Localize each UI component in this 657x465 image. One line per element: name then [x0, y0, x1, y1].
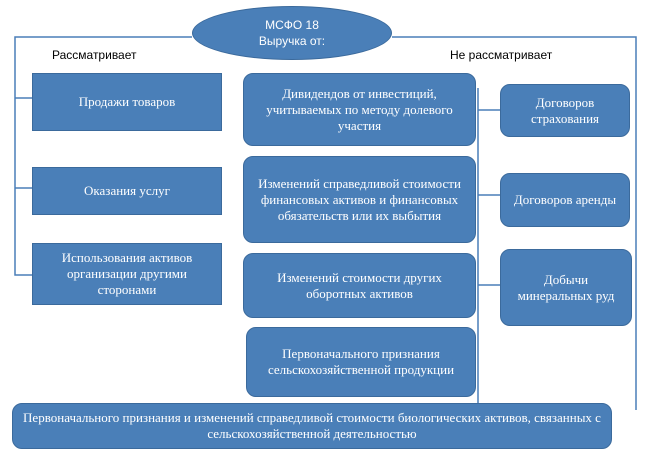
excluded-box-agricultural-produce: Первоначального признания сельскохозяйст…	[246, 327, 476, 397]
center-title: МСФО 18	[265, 18, 319, 32]
excluded-box-lease: Договоров аренды	[500, 173, 630, 227]
excluded-box-dividends: Дивидендов от инвестиций, учитываемых по…	[243, 73, 476, 146]
excluded-box-mining: Добычи минеральных руд	[500, 249, 632, 326]
center-ellipse: МСФО 18 Выручка от:	[192, 6, 392, 60]
considers-box-services: Оказания услуг	[32, 167, 222, 215]
excluded-box-fair-value-financial: Изменений справедливой стоимости финансо…	[243, 156, 476, 243]
excluded-box-biological-assets: Первоначального признания и изменений сп…	[12, 403, 612, 449]
considers-box-assets-use: Использования активов организации другим…	[32, 243, 222, 305]
not-considers-label: Не рассматривает	[450, 48, 553, 62]
center-subtitle: Выручка от:	[258, 34, 326, 48]
considers-label: Рассматривает	[52, 48, 137, 62]
considers-box-goods: Продажи товаров	[32, 73, 222, 131]
excluded-box-current-assets: Изменений стоимости других оборотных акт…	[243, 253, 476, 318]
excluded-box-insurance: Договоров страхования	[500, 84, 630, 137]
